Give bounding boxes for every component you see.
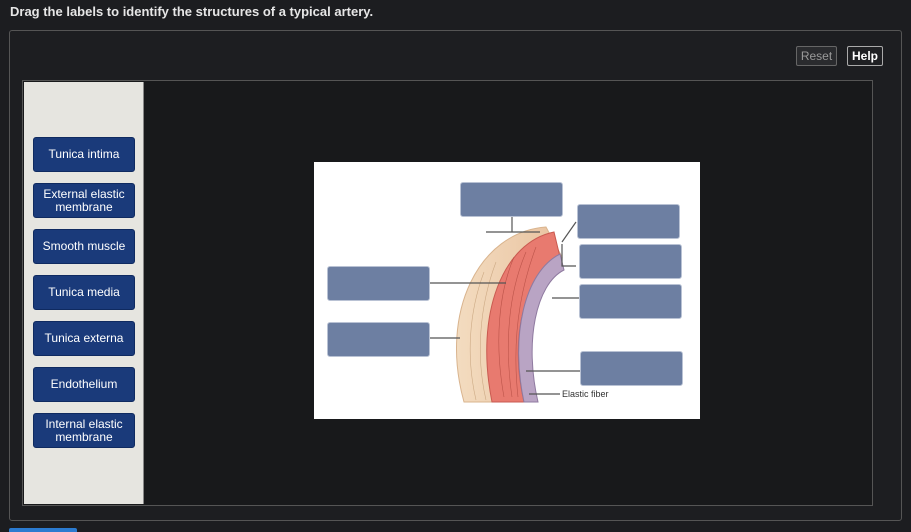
label-tunica-externa[interactable]: Tunica externa xyxy=(33,321,135,356)
drop-target-right-1[interactable] xyxy=(577,204,680,239)
label-internal-elastic-membrane[interactable]: Internal elastic membrane xyxy=(33,413,135,448)
drop-target-right-4[interactable] xyxy=(580,351,683,386)
instructions-text: Drag the labels to identify the structur… xyxy=(10,4,374,19)
artery-illustration: Elastic fiber xyxy=(430,217,609,403)
drop-target-top[interactable] xyxy=(460,182,563,217)
activity-panel: Reset Help Tunica intima External elasti… xyxy=(9,30,902,521)
reset-button[interactable]: Reset xyxy=(796,46,837,66)
elastic-fiber-text: Elastic fiber xyxy=(562,389,609,399)
label-tunica-media[interactable]: Tunica media xyxy=(33,275,135,310)
drop-target-right-3[interactable] xyxy=(579,284,682,319)
submit-button-edge[interactable] xyxy=(9,528,77,532)
label-bank: Tunica intima External elastic membrane … xyxy=(24,82,144,504)
label-tunica-intima[interactable]: Tunica intima xyxy=(33,137,135,172)
drop-target-left-1[interactable] xyxy=(327,266,430,301)
label-smooth-muscle[interactable]: Smooth muscle xyxy=(33,229,135,264)
drop-target-right-2[interactable] xyxy=(579,244,682,279)
label-external-elastic-membrane[interactable]: External elastic membrane xyxy=(33,183,135,218)
drag-drop-area: Tunica intima External elastic membrane … xyxy=(22,80,873,506)
tunica-intima-layer xyxy=(518,253,565,403)
drop-target-left-2[interactable] xyxy=(327,322,430,357)
help-button[interactable]: Help xyxy=(847,46,883,66)
artery-figure: Elastic fiber xyxy=(314,162,700,419)
label-endothelium[interactable]: Endothelium xyxy=(33,367,135,402)
